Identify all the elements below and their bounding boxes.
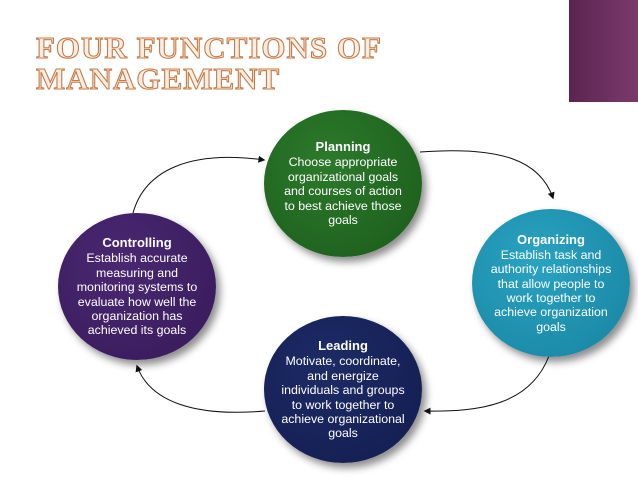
arrow-planning-to-organizing xyxy=(419,150,555,200)
controlling-node: Controlling Establish accurate measuring… xyxy=(58,213,216,360)
planning-heading: Planning xyxy=(315,139,371,155)
slide-title: FOUR FUNCTIONS OF MANAGEMENT xyxy=(35,30,382,96)
slide-title-line-2: MANAGEMENT xyxy=(35,61,281,96)
arrow-organizing-to-leading xyxy=(423,355,550,415)
leading-node: Leading Motivate, coordinate, and energi… xyxy=(264,316,422,463)
organizing-node: Organizing Establish task and authority … xyxy=(472,209,630,357)
controlling-heading: Controlling xyxy=(102,235,172,251)
slide-title-line-1: FOUR FUNCTIONS OF xyxy=(35,30,382,65)
leading-description: Motivate, coordinate, and energize indiv… xyxy=(281,354,405,441)
arrow-leading-to-controlling xyxy=(135,364,266,413)
planning-node: Planning Choose appropriate organization… xyxy=(264,110,422,257)
organizing-description: Establish task and authority relationshi… xyxy=(490,247,612,334)
corner-accent-block xyxy=(569,0,638,102)
arrow-controlling-to-planning xyxy=(132,155,266,214)
leading-heading: Leading xyxy=(318,338,368,354)
organizing-heading: Organizing xyxy=(517,231,585,247)
controlling-description: Establish accurate measuring and monitor… xyxy=(76,251,198,338)
planning-description: Choose appropriate organizational goals … xyxy=(284,155,402,228)
